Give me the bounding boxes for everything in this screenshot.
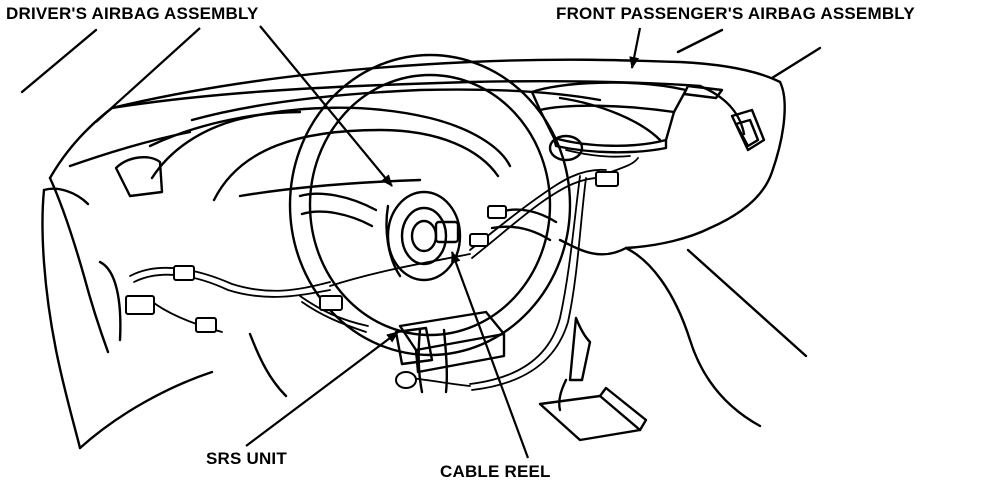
srs-unit-body <box>394 310 506 374</box>
passenger-airbag-module <box>530 81 688 162</box>
cable-reel-label: CABLE REEL <box>440 462 551 481</box>
right-vents <box>682 84 766 152</box>
driver-airbag-extension <box>95 27 201 123</box>
cable-reel-leader <box>450 251 530 459</box>
left-side-panel <box>41 187 214 450</box>
center-console <box>248 316 648 442</box>
wiring-harness <box>129 149 639 391</box>
drivers-airbag-label: DRIVER'S AIRBAG ASSEMBLY <box>6 4 259 23</box>
srs-unit-label: SRS UNIT <box>206 449 287 468</box>
passenger-airbag-leader <box>629 27 642 69</box>
srs-unit-leader <box>245 331 399 447</box>
connectors <box>125 171 619 389</box>
passenger-airbag-label: FRONT PASSENGER'S AIRBAG ASSEMBLY <box>556 4 915 23</box>
driver-airbag-leader <box>259 25 393 187</box>
steering-hub <box>385 190 462 282</box>
